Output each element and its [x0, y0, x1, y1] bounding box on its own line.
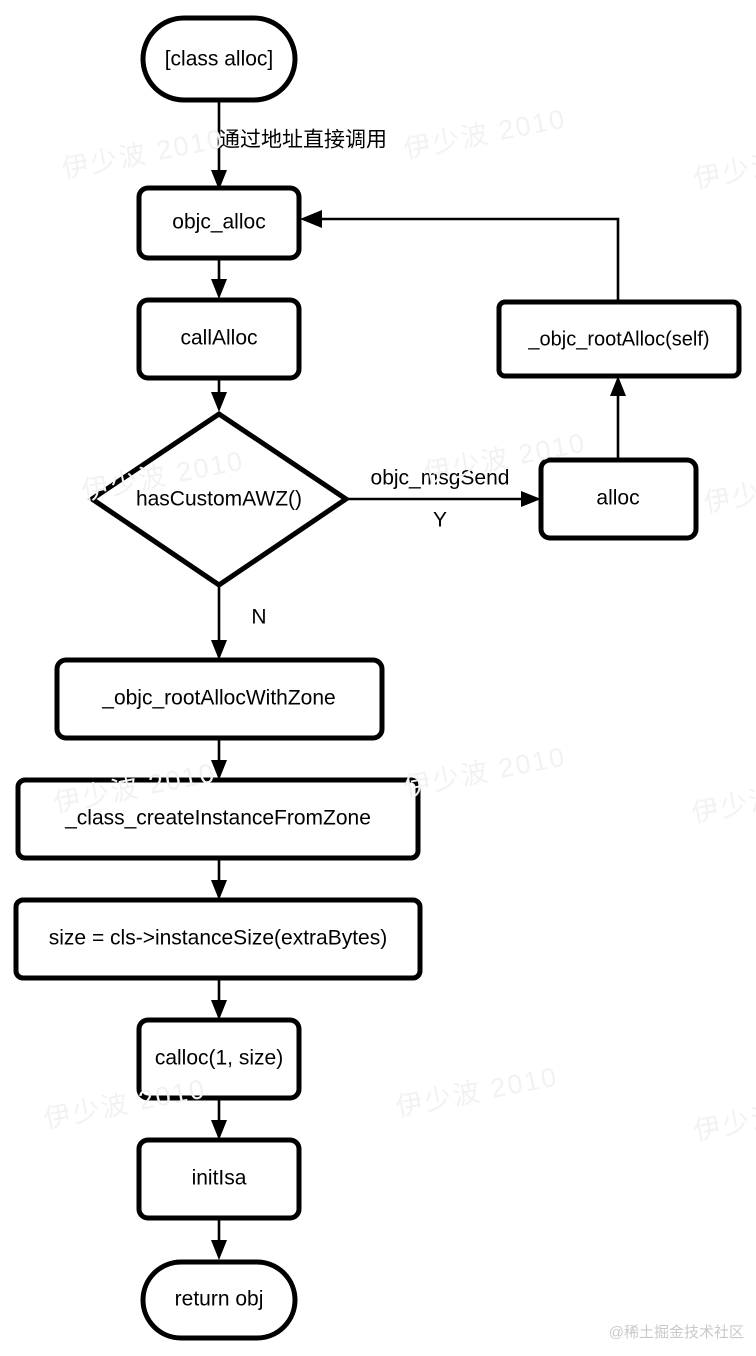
node-createinstance-label: _class_createInstanceFromZone	[64, 807, 371, 830]
node-calloc[interactable]: calloc(1, size)	[136, 1017, 302, 1101]
node-rootallocwithzone[interactable]: _objc_rootAllocWithZone	[54, 657, 385, 741]
node-hascustomawz-label: hasCustomAWZ()	[136, 488, 302, 511]
edge-rootallocwithzone-to-createinstance	[211, 738, 227, 780]
edge-label-no: N	[251, 606, 266, 629]
node-class-alloc[interactable]: [class alloc]	[140, 15, 298, 103]
edge-initisa-to-returnobj	[211, 1218, 227, 1260]
node-createinstance[interactable]: _class_createInstanceFromZone	[15, 777, 421, 861]
node-sizecalc[interactable]: size = cls->instanceSize(extraBytes)	[13, 897, 423, 981]
edge-createinstance-to-sizecalc	[211, 858, 227, 900]
node-callalloc-label: callAlloc	[180, 327, 257, 350]
node-rootalloc-self-label: _objc_rootAlloc(self)	[527, 328, 709, 350]
node-returnobj[interactable]: return obj	[140, 1259, 298, 1341]
node-initisa[interactable]: initIsa	[136, 1137, 302, 1221]
node-calloc-label: calloc(1, size)	[155, 1047, 283, 1070]
edge-hascustomawz-to-alloc	[346, 491, 541, 507]
edge-calloc-to-initisa	[211, 1098, 227, 1140]
node-returnobj-label: return obj	[175, 1288, 264, 1311]
edge-sizecalc-to-calloc	[211, 978, 227, 1020]
node-rootalloc-self[interactable]: _objc_rootAlloc(self)	[496, 299, 742, 379]
node-alloc[interactable]: alloc	[538, 457, 699, 541]
edge-rootalloc-self-to-objc-alloc	[300, 210, 620, 302]
node-initisa-label: initIsa	[192, 1167, 247, 1190]
edge-callalloc-to-hascustomawz	[211, 376, 227, 412]
node-alloc-label: alloc	[596, 487, 639, 510]
node-sizecalc-label: size = cls->instanceSize(extraBytes)	[49, 927, 387, 950]
edge-alloc-to-rootalloc-self	[610, 376, 626, 460]
node-hascustomawz[interactable]: hasCustomAWZ()	[87, 410, 351, 589]
node-rootallocwithzone-label: _objc_rootAllocWithZone	[101, 687, 335, 710]
source-credit: @稀土掘金技术社区	[608, 1324, 744, 1341]
edge-label-call-by-address: 通过地址直接调用	[219, 129, 387, 152]
edge-label-yes: Y	[433, 509, 447, 532]
node-objc-alloc-label: objc_alloc	[172, 211, 265, 234]
edge-class-alloc-to-objc-alloc	[211, 100, 227, 190]
node-callalloc[interactable]: callAlloc	[136, 297, 302, 381]
edge-label-objc-msgsend: objc_msgSend	[371, 467, 510, 490]
node-class-alloc-label: [class alloc]	[165, 48, 274, 71]
edge-objc-alloc-to-callalloc	[211, 256, 227, 299]
node-objc-alloc[interactable]: objc_alloc	[136, 185, 302, 261]
edge-hascustomawz-to-rootallocwithzone	[211, 585, 227, 660]
